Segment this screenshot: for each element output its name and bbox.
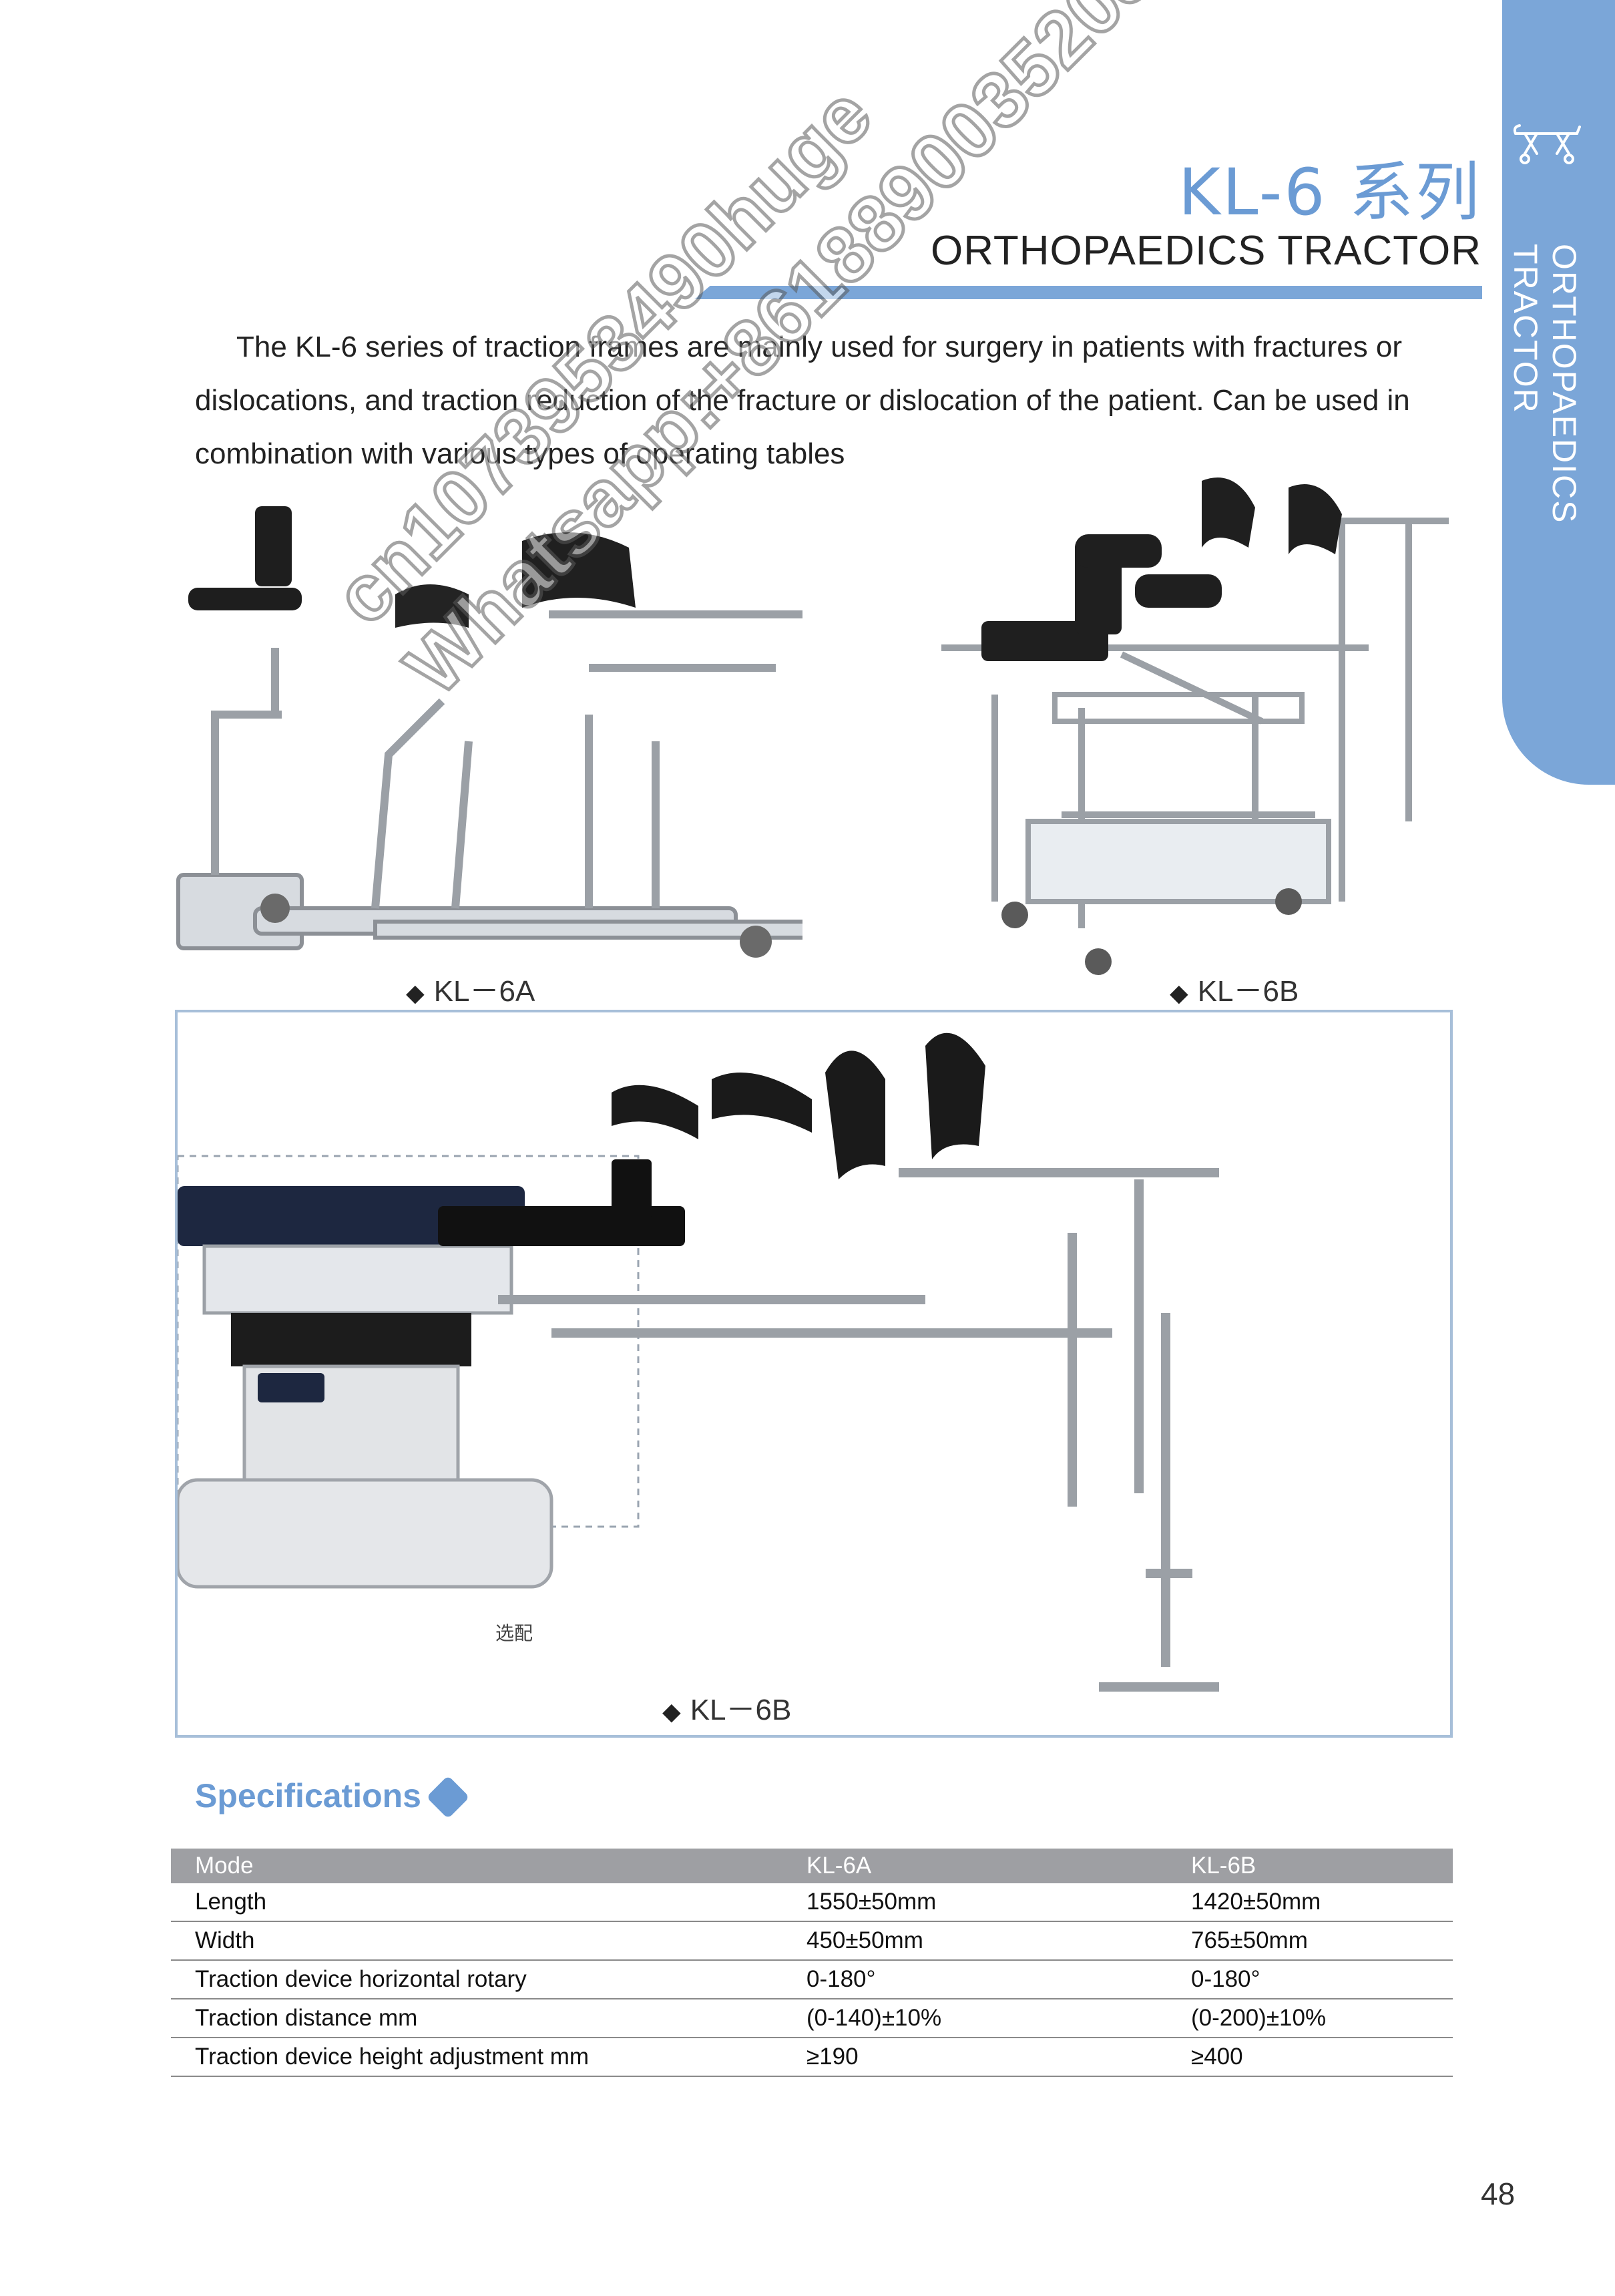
caption-kl6b-top: ◆ KL－6B — [1170, 967, 1299, 1010]
specifications-heading: Specifications — [195, 1777, 421, 1814]
title-underline-bar — [694, 286, 1482, 299]
caption-kl6b-bottom-text: KL－6B — [690, 1694, 792, 1726]
column-header: Mode — [171, 1849, 782, 1883]
kl6a-product-image — [176, 506, 802, 958]
table-cell: 450±50mm — [782, 1921, 1167, 1961]
column-header: KL-6B — [1167, 1849, 1453, 1883]
diamond-bullet-icon: ◆ — [1170, 979, 1188, 1006]
table-cell: (0-140)±10% — [782, 1999, 1167, 2038]
side-tab-label: ORTHOPAEDICS TRACTOR — [1507, 244, 1583, 524]
table-cell: ≥400 — [1167, 2038, 1453, 2077]
table-cell: 0-180° — [1167, 1960, 1453, 1999]
table-cell: Traction distance mm — [171, 1999, 782, 2038]
table-cell: 1420±50mm — [1167, 1883, 1453, 1922]
kl6b-image-frame — [175, 1010, 1453, 1738]
caption-kl6a-text: KL－6A — [433, 975, 535, 1008]
side-tab — [1502, 0, 1615, 785]
diamond-bullet-icon: ◆ — [406, 979, 425, 1006]
column-header: KL-6A — [782, 1849, 1167, 1883]
stretcher-icon — [1513, 124, 1581, 164]
table-cell: (0-200)±10% — [1167, 1999, 1453, 2038]
diamond-bullet-icon: ◆ — [662, 1698, 681, 1725]
diamond-icon — [426, 1775, 470, 1819]
table-cell: Length — [171, 1883, 782, 1922]
table-cell: Traction device height adjustment mm — [171, 2038, 782, 2077]
intro-paragraph: The KL-6 series of traction frames are m… — [195, 331, 1410, 470]
kl6b-product-image-large — [178, 1032, 1219, 1692]
table-row: Width 450±50mm 765±50mm — [171, 1921, 1453, 1961]
page-subtitle: ORTHOPAEDICS TRACTOR — [931, 228, 1481, 274]
table-header-row: Mode KL-6A KL-6B — [171, 1849, 1453, 1883]
page-title: KL-6 系列 — [1178, 155, 1481, 230]
table-row: Traction distance mm (0-140)±10% (0-200)… — [171, 1999, 1453, 2038]
page-number: 48 — [1481, 2176, 1516, 2211]
table-cell: 1550±50mm — [782, 1883, 1167, 1922]
caption-optional: 选配 — [495, 1619, 533, 1646]
table-cell: ≥190 — [782, 2038, 1167, 2077]
table-cell: Width — [171, 1921, 782, 1961]
caption-optional-text: 选配 — [495, 1623, 533, 1644]
table-row: Traction device height adjustment mm ≥19… — [171, 2038, 1453, 2077]
table-cell: Traction device horizontal rotary — [171, 1960, 782, 1999]
table-cell: 0-180° — [782, 1960, 1167, 1999]
table-row: Length 1550±50mm 1420±50mm — [171, 1883, 1453, 1922]
table-row: Traction device horizontal rotary 0-180°… — [171, 1960, 1453, 1999]
table-cell: 765±50mm — [1167, 1921, 1453, 1961]
specifications-table: Mode KL-6A KL-6B Length 1550±50mm 1420±5… — [171, 1849, 1453, 2077]
caption-kl6b-bottom: ◆ KL－6B — [662, 1686, 791, 1728]
caption-kl6b-top-text: KL－6B — [1197, 975, 1299, 1008]
caption-kl6a: ◆ KL－6A — [406, 967, 535, 1010]
kl6b-product-image-top — [941, 477, 1449, 975]
